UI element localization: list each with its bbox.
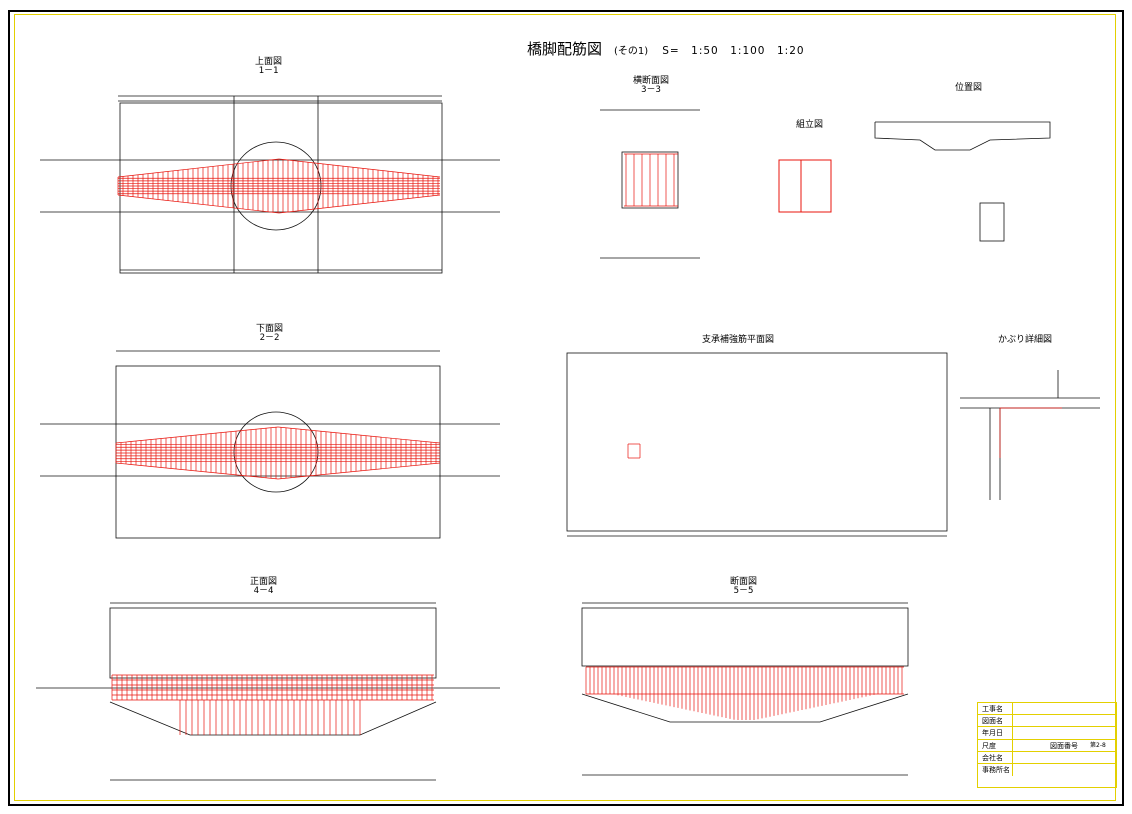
title-block-label: 年月日 <box>982 729 1003 738</box>
hook-detail-title: かぶり詳細図 <box>998 335 1053 345</box>
bearing-plan-title: 支承補強筋平面図 <box>702 335 775 345</box>
rebar-line <box>278 194 441 214</box>
title-block-row: 工事名 <box>978 703 1116 716</box>
rebar-line <box>117 158 280 178</box>
drawing-frame <box>8 10 1124 806</box>
cross-section-section: 3－3 <box>641 85 661 95</box>
rebar-line <box>115 426 279 444</box>
title-block-label: 会社名 <box>982 753 1003 762</box>
front-section: 4－4 <box>253 586 274 596</box>
front-view <box>36 602 500 781</box>
title-block: 工事名 図面名 年月日 尺度 図面番号 第2-8 会社名 事務所名 <box>977 702 1117 788</box>
assembly-title: 組立図 <box>796 120 824 130</box>
drawing-scale: S= 1:50 1:100 1:20 <box>662 45 805 57</box>
title-block-label: 尺度 <box>982 741 996 750</box>
title-block-label: 工事名 <box>982 705 1003 713</box>
position-view <box>874 121 1051 242</box>
hook-detail-label: かぶり詳細図 <box>998 336 1052 345</box>
rebar-line <box>277 426 441 444</box>
plan-bottom-title: 下面図 <box>256 324 284 334</box>
cross-section-view <box>600 109 700 259</box>
rebar-line <box>278 158 441 178</box>
assembly-view <box>778 159 832 213</box>
title-block-label: 図面番号 <box>1050 741 1078 750</box>
position-label: 位置図 <box>955 84 982 93</box>
section5-view <box>581 602 909 776</box>
section5-section: 5－5 <box>733 586 754 596</box>
plan-top-title: 上面図 <box>255 57 283 67</box>
bearing-plan-view <box>566 352 948 537</box>
title-block-label: 図面名 <box>982 717 1003 726</box>
title-block-row: 尺度 図面番号 第2-8 <box>978 739 1116 752</box>
assembly-label: 組立図 <box>796 121 823 130</box>
title-block-row: 会社名 <box>978 751 1116 764</box>
title-block-row: 年月日 <box>978 727 1116 740</box>
title-block-label: 事務所名 <box>982 765 1010 774</box>
rebar-line <box>277 462 441 480</box>
title-block-row: 図面名 <box>978 715 1116 728</box>
drawing-border <box>14 14 1116 801</box>
position-title: 位置図 <box>955 83 983 93</box>
cross-section-title: 横断面図 <box>633 76 670 86</box>
section5-title: 断面図 <box>730 577 758 587</box>
hook-detail-view <box>960 370 1100 500</box>
rebar-line <box>117 194 280 214</box>
front-title: 正面図 <box>250 577 278 587</box>
drawing-title-text: 橋脚配筋図 <box>527 40 603 58</box>
plan-bottom-view <box>40 350 500 539</box>
plan-top-view <box>40 95 500 274</box>
rebar-mesh <box>111 153 1062 735</box>
drawing-subtitle: (その1) <box>614 46 649 57</box>
title-block-value: 第2-8 <box>1090 741 1106 749</box>
title-block-row: 事務所名 <box>978 763 1116 777</box>
rebar-line <box>115 462 279 480</box>
drawing-title: 橋脚配筋図 (その1) S= 1:50 1:100 1:20 <box>527 38 805 59</box>
plan-bottom-section: 2－2 <box>259 333 280 343</box>
bearing-plan-label: 支承補強筋平面図 <box>702 336 774 345</box>
plan-top-section: 1－1 <box>258 66 279 76</box>
